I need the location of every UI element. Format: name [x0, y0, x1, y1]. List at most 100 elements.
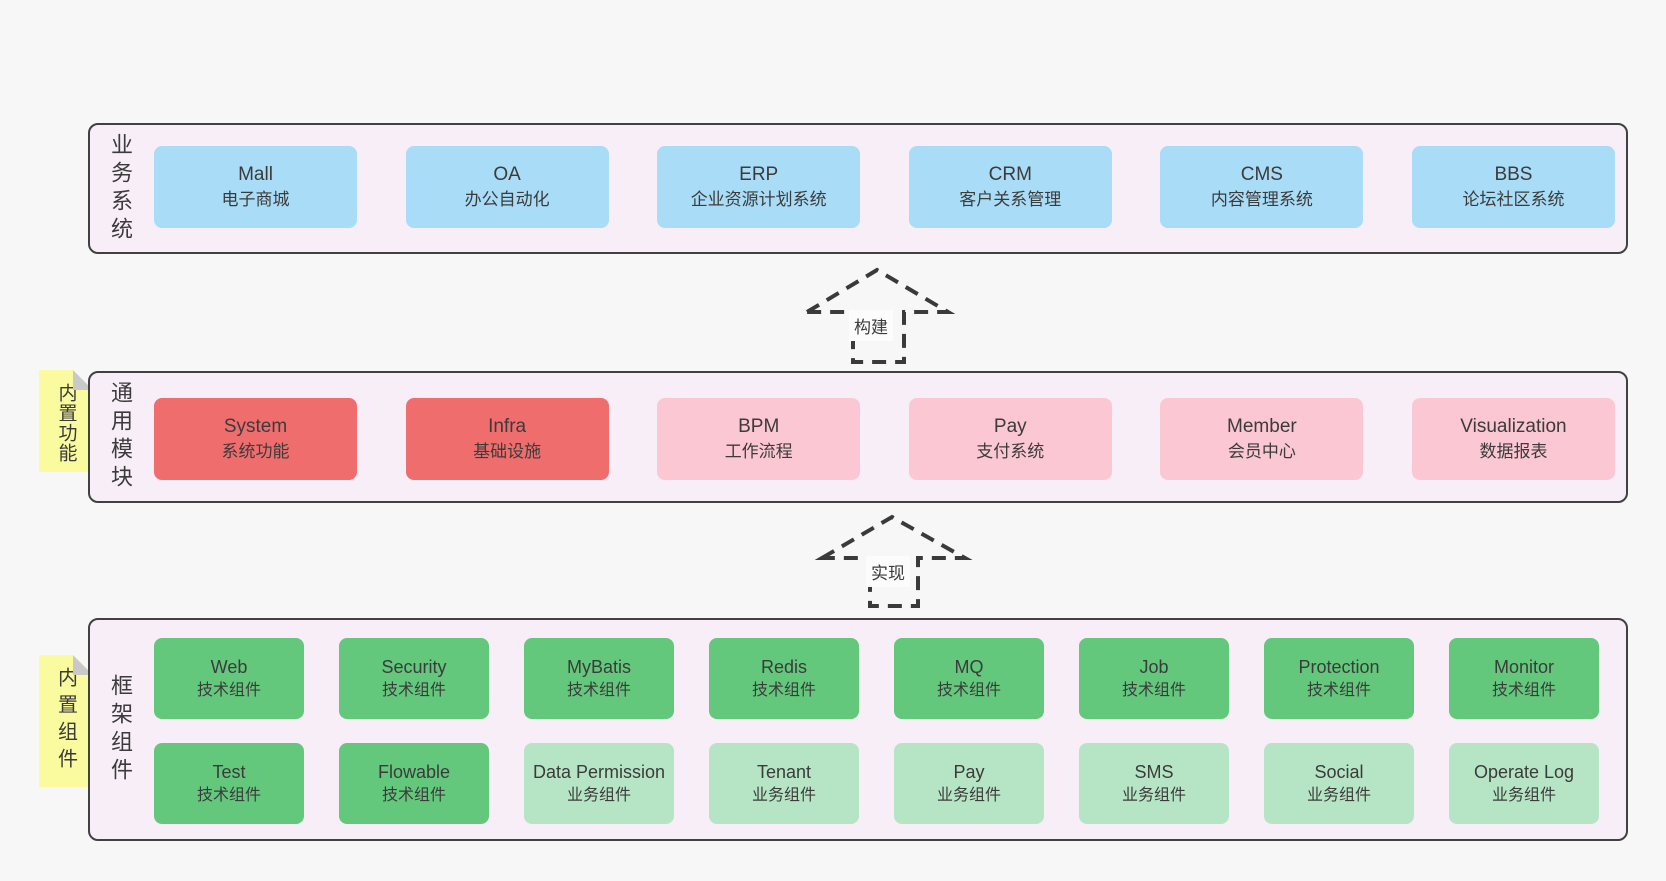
module-box-flowable: Flowable 技术组件 — [339, 743, 489, 824]
module-subtitle: 支付系统 — [976, 442, 1045, 462]
module-subtitle: 技术组件 — [381, 681, 446, 699]
module-title: ERP — [739, 163, 779, 185]
module-title: Operate Log — [1473, 762, 1575, 783]
module-title: Test — [212, 762, 246, 783]
module-box-pay: Pay 支付系统 — [908, 398, 1112, 480]
module-subtitle: 技术组件 — [566, 681, 631, 699]
module-subtitle: 业务组件 — [566, 786, 631, 804]
module-subtitle: 技术组件 — [1306, 681, 1371, 699]
module-box-infra: Infra 基础设施 — [405, 398, 609, 480]
module-subtitle: 工作流程 — [724, 442, 793, 462]
module-box-security: Security 技术组件 — [339, 638, 489, 719]
module-subtitle: 技术组件 — [196, 786, 261, 804]
module-title: Security — [381, 657, 447, 678]
module-subtitle: 论坛社区系统 — [1462, 190, 1565, 210]
build-arrow-label: 构建 — [849, 310, 893, 341]
module-subtitle: 业务组件 — [751, 786, 816, 804]
module-box-visualization: Visualization 数据报表 — [1411, 398, 1615, 480]
module-title: Data Permission — [532, 762, 666, 783]
module-subtitle: 技术组件 — [936, 681, 1001, 699]
module-subtitle: 电子商城 — [221, 190, 290, 210]
module-subtitle: 办公自动化 — [464, 190, 550, 210]
module-box-test: Test 技术组件 — [154, 743, 304, 824]
module-title: MyBatis — [566, 657, 631, 678]
band-label-business-systems: 业务系统 — [108, 132, 133, 245]
module-box-bbs: BBS 论坛社区系统 — [1411, 146, 1615, 228]
band-common-modules: 通用模块 System 系统功能 Infra 基础设施 BPM 工作流程 Pay 支付系统 Me… — [88, 371, 1628, 503]
sticky-note-text: 内置组件 — [54, 667, 77, 775]
module-subtitle: 技术组件 — [196, 681, 261, 699]
module-box-bpm: BPM 工作流程 — [657, 398, 861, 480]
business-systems-boxes: Mall 电子商城 OA 办公自动化 ERP 企业资源计划系统 CRM 客户关系管理 CMS 内容… — [154, 146, 1615, 228]
module-title: Social — [1314, 762, 1364, 783]
module-title: Monitor — [1493, 657, 1555, 678]
module-box-sms: SMS 业务组件 — [1079, 743, 1229, 824]
module-box-data-permission: Data Permission 业务组件 — [524, 743, 674, 824]
module-box-mall: Mall 电子商城 — [154, 146, 357, 228]
module-box-system: System 系统功能 — [154, 398, 357, 480]
module-subtitle: 数据报表 — [1479, 442, 1548, 462]
module-subtitle: 技术组件 — [751, 681, 816, 699]
module-box-erp: ERP 企业资源计划系统 — [657, 146, 861, 228]
module-box-redis: Redis 技术组件 — [709, 638, 859, 719]
module-title: Infra — [488, 415, 527, 437]
module-box-cms: CMS 内容管理系统 — [1160, 146, 1364, 228]
band-label-framework-components: 框架组件 — [108, 673, 133, 786]
module-title: CRM — [988, 163, 1032, 185]
module-title: CMS — [1240, 163, 1283, 185]
module-title: OA — [493, 163, 521, 185]
module-subtitle: 技术组件 — [1121, 681, 1186, 699]
module-subtitle: 基础设施 — [473, 442, 542, 462]
module-title: Protection — [1298, 657, 1380, 678]
module-subtitle: 企业资源计划系统 — [690, 190, 827, 210]
module-title: Mall — [238, 163, 273, 185]
module-title: Pay — [993, 415, 1027, 437]
module-subtitle: 业务组件 — [1306, 786, 1371, 804]
module-subtitle: 业务组件 — [1121, 786, 1186, 804]
module-box-social: Social 业务组件 — [1264, 743, 1414, 824]
module-title: Member — [1227, 415, 1297, 437]
module-title: Flowable — [377, 762, 451, 783]
band-business-systems: 业务系统 Mall 电子商城 OA 办公自动化 ERP 企业资源计划系统 CRM 客户关系管理… — [88, 123, 1628, 254]
module-subtitle: 客户关系管理 — [959, 190, 1062, 210]
module-box-oa: OA 办公自动化 — [405, 146, 609, 228]
module-title: Redis — [760, 657, 808, 678]
module-title: Job — [1139, 657, 1169, 678]
module-title: Pay — [953, 762, 985, 783]
module-title: BPM — [738, 415, 780, 437]
module-box-mybatis: MyBatis 技术组件 — [524, 638, 674, 719]
module-title: SMS — [1134, 762, 1174, 783]
module-box-crm: CRM 客户关系管理 — [908, 146, 1112, 228]
module-title: System — [223, 415, 288, 437]
sticky-note-builtin-components: 内置组件 — [39, 655, 93, 787]
module-title: BBS — [1494, 163, 1533, 185]
band-label-common-modules: 通用模块 — [108, 381, 133, 493]
implement-arrow-label: 实现 — [866, 556, 910, 587]
module-subtitle: 技术组件 — [1491, 681, 1556, 699]
module-box-pay: Pay 业务组件 — [894, 743, 1044, 824]
module-box-monitor: Monitor 技术组件 — [1449, 638, 1599, 719]
sticky-note-text: 内置功能 — [55, 383, 77, 463]
sticky-note-builtin-features: 内置功能 — [39, 370, 93, 472]
module-box-tenant: Tenant 业务组件 — [709, 743, 859, 824]
module-box-job: Job 技术组件 — [1079, 638, 1229, 719]
module-box-protection: Protection 技术组件 — [1264, 638, 1414, 719]
module-title: Web — [210, 657, 248, 678]
module-title: Tenant — [756, 762, 812, 783]
module-subtitle: 业务组件 — [936, 786, 1001, 804]
module-subtitle: 内容管理系统 — [1210, 190, 1313, 210]
module-title: MQ — [954, 657, 984, 678]
module-box-web: Web 技术组件 — [154, 638, 304, 719]
module-box-mq: MQ 技术组件 — [894, 638, 1044, 719]
module-subtitle: 系统功能 — [221, 442, 290, 462]
module-subtitle: 技术组件 — [381, 786, 446, 804]
module-title: Visualization — [1460, 415, 1567, 437]
module-subtitle: 业务组件 — [1491, 786, 1556, 804]
module-box-operate-log: Operate Log 业务组件 — [1449, 743, 1599, 824]
